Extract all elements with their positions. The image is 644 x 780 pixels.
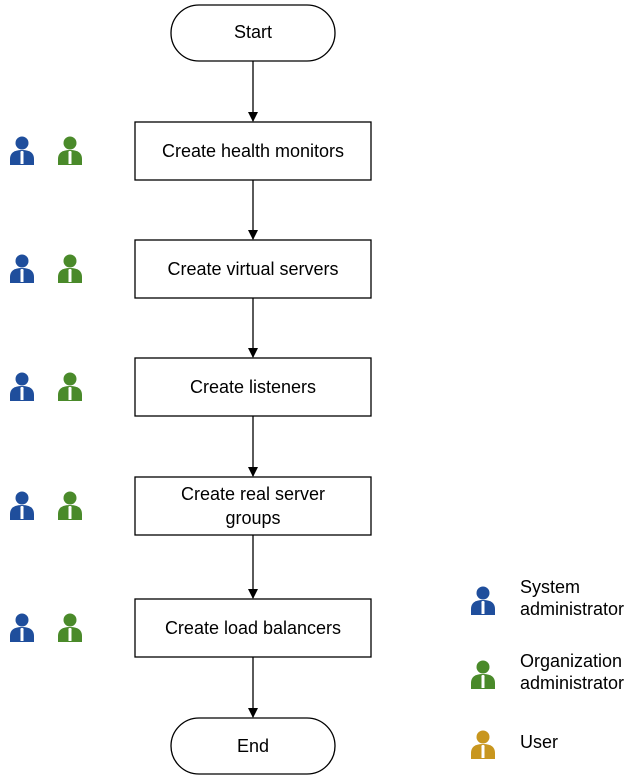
legend-label: administrator xyxy=(520,599,624,619)
legend-item: User xyxy=(471,730,558,759)
legend-label: Organization xyxy=(520,651,622,671)
process-step: Create load balancers xyxy=(134,598,372,658)
step-label: Create health monitors xyxy=(162,141,344,161)
system-admin-person-icon xyxy=(10,254,34,283)
user-person-icon xyxy=(471,730,495,759)
process-step: Create virtual servers xyxy=(134,239,372,299)
end-label: End xyxy=(237,736,269,756)
step-label: groups xyxy=(225,508,280,528)
legend-label: administrator xyxy=(520,673,624,693)
role-icons xyxy=(10,136,82,642)
process-step: Create real server groups xyxy=(134,476,372,536)
legend: SystemadministratorOrganizationadministr… xyxy=(471,577,624,759)
process-step: Create listeners xyxy=(134,357,372,417)
start-label: Start xyxy=(234,22,272,42)
legend-label: System xyxy=(520,577,580,597)
org-admin-person-icon xyxy=(58,254,82,283)
system-admin-person-icon xyxy=(10,136,34,165)
org-admin-person-icon xyxy=(58,491,82,520)
step-label: Create real server xyxy=(181,484,325,504)
step-label: Create listeners xyxy=(190,377,316,397)
system-admin-person-icon xyxy=(471,586,495,615)
org-admin-person-icon xyxy=(58,613,82,642)
org-admin-person-icon xyxy=(58,372,82,401)
end-node: End xyxy=(170,717,336,775)
system-admin-person-icon xyxy=(10,491,34,520)
system-admin-person-icon xyxy=(10,613,34,642)
step-label: Create virtual servers xyxy=(167,259,338,279)
process-step: Create health monitors xyxy=(134,121,372,181)
legend-label: User xyxy=(520,732,558,752)
org-admin-person-icon xyxy=(58,136,82,165)
start-node: Start xyxy=(170,4,336,62)
org-admin-person-icon xyxy=(471,660,495,689)
system-admin-person-icon xyxy=(10,372,34,401)
step-label: Create load balancers xyxy=(165,618,341,638)
